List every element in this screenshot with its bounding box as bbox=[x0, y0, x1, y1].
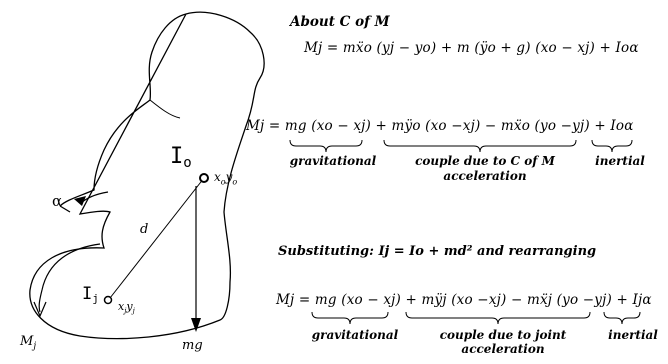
eq2-inertial: inertial bbox=[595, 154, 645, 168]
eq2-gravitational: gravitational bbox=[289, 154, 377, 168]
eq2-couple-2: acceleration bbox=[443, 169, 527, 183]
label-d: d bbox=[140, 222, 149, 237]
substituting-text: Substituting: Ij = Io + md² and rearrang… bbox=[278, 244, 597, 259]
moment-arrow bbox=[38, 243, 101, 313]
body-outline bbox=[29, 11, 265, 340]
eq3-couple: couple due to joint bbox=[439, 328, 567, 342]
about-heading: About C of M bbox=[290, 14, 390, 30]
label-ij: Ij bbox=[82, 284, 99, 305]
eq3-couple-2: acceleration bbox=[461, 342, 545, 356]
ij-point bbox=[103, 295, 113, 305]
distance-line bbox=[109, 177, 205, 299]
equation-2: Mj = mg (xo − xj) + mÿo (xo −xj) − mẍo (… bbox=[246, 118, 634, 134]
label-xjyj: xjyj bbox=[118, 300, 135, 316]
eq3-gravitational: gravitational bbox=[311, 328, 399, 342]
equation-3: Mj = mg (xo − xj) + mÿj (xo −xj) − mẍj (… bbox=[276, 292, 652, 308]
eq3-inertial: inertial bbox=[608, 328, 658, 342]
eq2-couple: couple due to C of M bbox=[415, 154, 555, 168]
label-mg: mg bbox=[182, 338, 203, 353]
label-io: Io bbox=[170, 144, 192, 171]
label-alpha: α bbox=[52, 192, 63, 210]
label-xoyo: xoyo bbox=[214, 170, 238, 187]
label-mj: Mj bbox=[20, 334, 37, 352]
io-point bbox=[199, 173, 209, 183]
equation-1: Mj = mẍo (yj − yo) + m (ÿo + g) (xo − xj… bbox=[304, 40, 639, 56]
